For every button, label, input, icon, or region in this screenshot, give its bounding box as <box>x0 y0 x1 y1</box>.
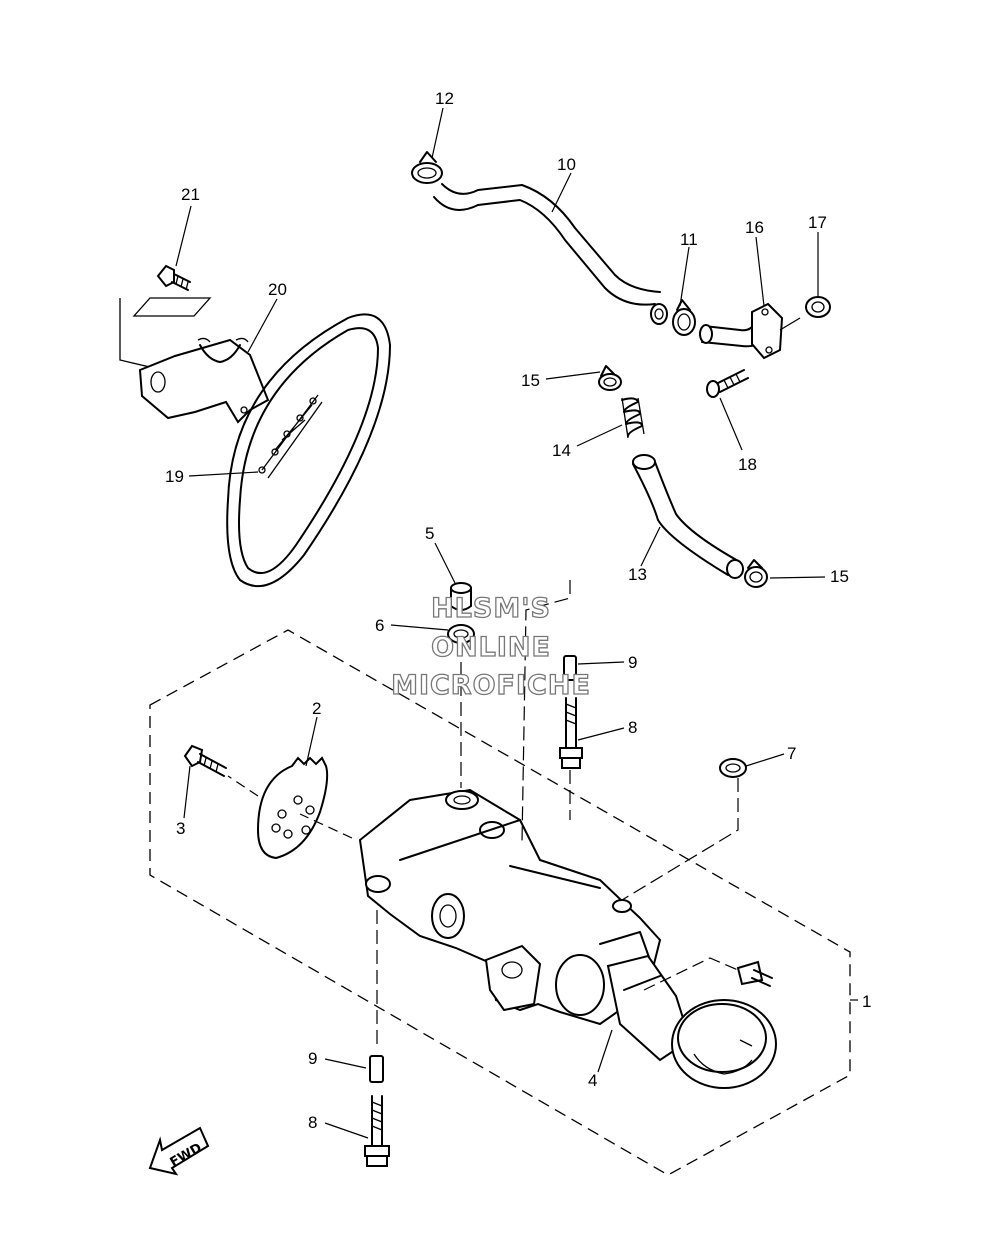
callout-15-upper: 15 <box>521 371 540 390</box>
collar-icon <box>450 582 472 611</box>
pipe-icon <box>699 302 801 360</box>
callout-9-upper: 9 <box>628 653 637 672</box>
callout-16: 16 <box>745 218 764 237</box>
callout-6: 6 <box>375 616 384 635</box>
callout-19: 19 <box>165 467 184 486</box>
hose-icon <box>433 183 668 325</box>
callout-17: 17 <box>808 213 827 232</box>
oil-strainer-icon <box>606 954 777 1089</box>
hose-icon <box>632 454 744 579</box>
callout-11: 11 <box>680 230 698 249</box>
forward-direction-arrow-icon: FWD <box>148 1126 210 1176</box>
bolt-icon <box>706 369 749 398</box>
hose-clamp-icon <box>672 299 696 336</box>
o-ring-icon <box>719 758 747 778</box>
leader-lines <box>175 107 826 1139</box>
watermark: HLSM'S ONLINE MICROFICHE <box>390 592 591 701</box>
callout-4: 4 <box>588 1071 597 1090</box>
spring-icon <box>621 397 645 439</box>
chain-icon <box>226 313 391 588</box>
callout-21: 21 <box>181 185 200 204</box>
o-ring-icon <box>805 296 831 318</box>
callout-2: 2 <box>312 699 321 718</box>
assembly-boundary <box>149 629 851 1176</box>
callout-7: 7 <box>787 744 796 763</box>
dowel-pin-icon <box>369 1055 384 1083</box>
dowel-pin-icon <box>563 655 577 681</box>
chain-guide-icon <box>138 337 270 424</box>
callout-12: 12 <box>435 89 454 108</box>
bolt-icon <box>183 744 227 777</box>
callout-13: 13 <box>628 565 647 584</box>
watermark-line-1: HLSM'S <box>431 593 551 624</box>
callout-8-upper: 8 <box>628 718 637 737</box>
callout-8-lower: 8 <box>308 1113 317 1132</box>
bolt-icon <box>364 1095 390 1167</box>
callout-14: 14 <box>552 441 571 460</box>
callout-3: 3 <box>176 819 185 838</box>
callout-20: 20 <box>268 280 287 299</box>
hose-clamp-icon <box>411 151 443 184</box>
callout-9-lower: 9 <box>308 1049 317 1068</box>
sprocket-icon <box>256 756 329 860</box>
hose-clamp-icon <box>744 559 768 588</box>
oil-pump-body <box>358 788 662 1026</box>
hose-clamp-icon <box>598 365 622 391</box>
callout-10: 10 <box>557 155 576 174</box>
bolt-icon <box>132 264 212 317</box>
callout-1: 1 <box>862 992 871 1011</box>
watermark-line-2: ONLINE <box>431 632 551 663</box>
callout-5: 5 <box>425 524 434 543</box>
callout-15-lower: 15 <box>830 567 849 586</box>
bolt-icon <box>559 697 583 769</box>
callout-18: 18 <box>738 455 757 474</box>
watermark-line-3: MICROFICHE <box>391 670 591 701</box>
